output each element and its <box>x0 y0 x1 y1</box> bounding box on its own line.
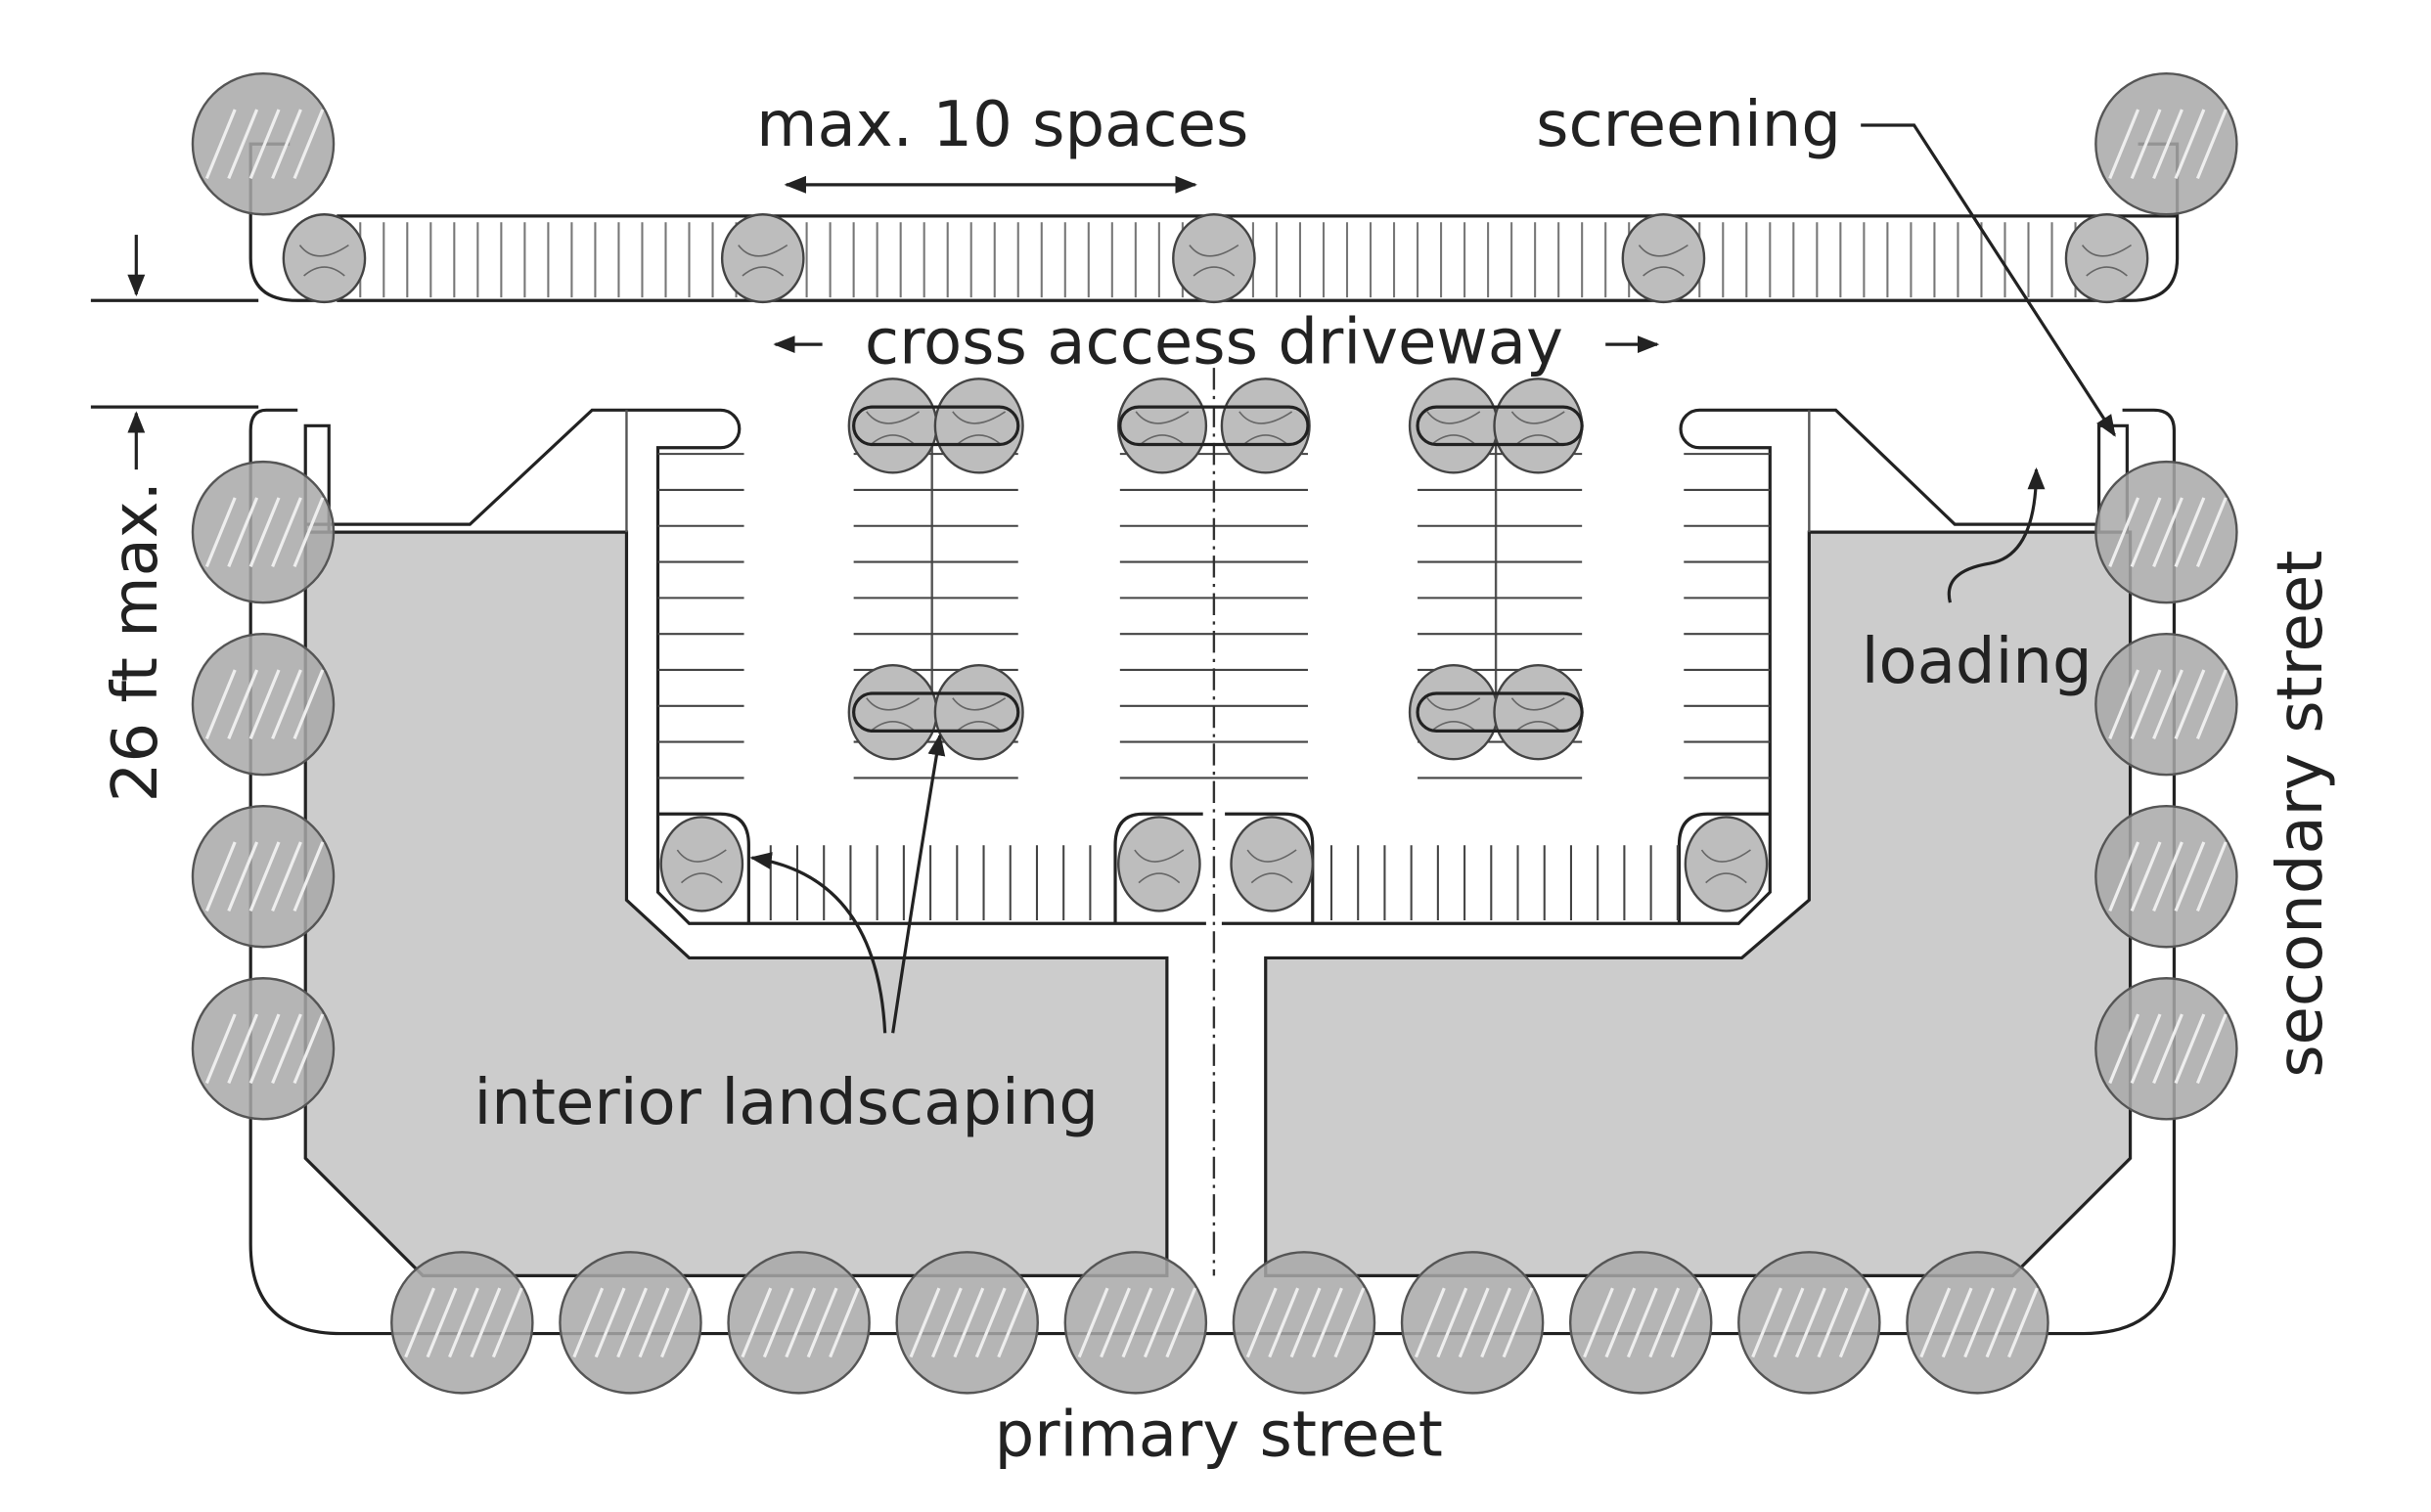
loading-label: loading <box>1862 626 2093 698</box>
landscape-island <box>1416 691 1584 733</box>
shrub-icon <box>2064 213 2149 304</box>
landscape-island <box>852 691 1020 733</box>
shrub-icon <box>1172 213 1256 304</box>
shrub-icon <box>847 378 938 474</box>
interior-landscaping-leader-2 <box>891 733 946 1034</box>
tree-icon <box>2094 72 2238 216</box>
shrub-icon <box>1621 213 1706 304</box>
tree-icon <box>1063 1251 1208 1395</box>
interior-landscaping-leader-1 <box>749 852 887 1034</box>
tree-icon <box>727 1251 871 1395</box>
screening-leader <box>1861 123 2116 437</box>
tree-icon <box>1568 1251 1713 1395</box>
tree-icon <box>191 460 336 604</box>
shrub-icon <box>1408 663 1499 761</box>
landscape-island <box>1118 405 1310 447</box>
dimension-label: 26 ft max. <box>100 481 172 802</box>
loading-leader <box>1947 467 2046 603</box>
tree-icon <box>895 1251 1039 1395</box>
shrub-icon <box>1220 378 1311 474</box>
shrub-icon <box>847 663 938 761</box>
tree-icon <box>191 805 336 949</box>
shrub-icon <box>933 378 1024 474</box>
tree-icon <box>191 72 336 216</box>
tree-icon <box>1400 1251 1545 1395</box>
shrub-icon <box>1117 816 1201 912</box>
shrub-icon <box>933 663 1024 761</box>
dimension-marker <box>90 235 259 470</box>
shrub-icon <box>1230 816 1314 912</box>
entrance-lines <box>625 410 1811 713</box>
tree-icon <box>559 1251 702 1395</box>
trees <box>191 72 2238 1395</box>
shrub-icon <box>1493 663 1584 761</box>
tree-icon <box>191 977 336 1121</box>
shrub-icon <box>1408 378 1499 474</box>
tree-icon <box>1232 1251 1376 1395</box>
cross-access-label: cross access driveway <box>865 306 1563 378</box>
islands <box>657 812 1771 924</box>
max-spaces-label: max. 10 spaces <box>756 89 1248 161</box>
shrub-icon <box>1684 816 1769 912</box>
primary-street-label: primary street <box>995 1399 1443 1471</box>
tree-icon <box>191 632 336 777</box>
building-left <box>303 530 1169 1277</box>
tree-icon <box>2094 632 2238 777</box>
shrub-icon <box>720 213 805 304</box>
tree-icon <box>2094 805 2238 949</box>
tree-icon <box>390 1251 534 1395</box>
screening-label: screening <box>1536 89 1841 161</box>
interior-landscaping-label: interior landscaping <box>474 1067 1100 1139</box>
landscape-island <box>1416 405 1584 447</box>
lot-boundary <box>248 408 2177 1336</box>
shrub-icon <box>659 816 744 912</box>
tree-icon <box>1906 1251 2049 1395</box>
secondary-street-label: secondary street <box>2265 551 2337 1078</box>
landscape-island <box>852 405 1020 447</box>
shrub-icon <box>1117 378 1208 474</box>
shrub-icon <box>282 213 367 304</box>
tree-icon <box>1737 1251 1881 1395</box>
parking-stalls <box>359 222 2077 921</box>
tree-icon <box>2094 977 2238 1121</box>
shrub-icon <box>1493 378 1584 474</box>
tree-icon <box>2094 460 2238 604</box>
